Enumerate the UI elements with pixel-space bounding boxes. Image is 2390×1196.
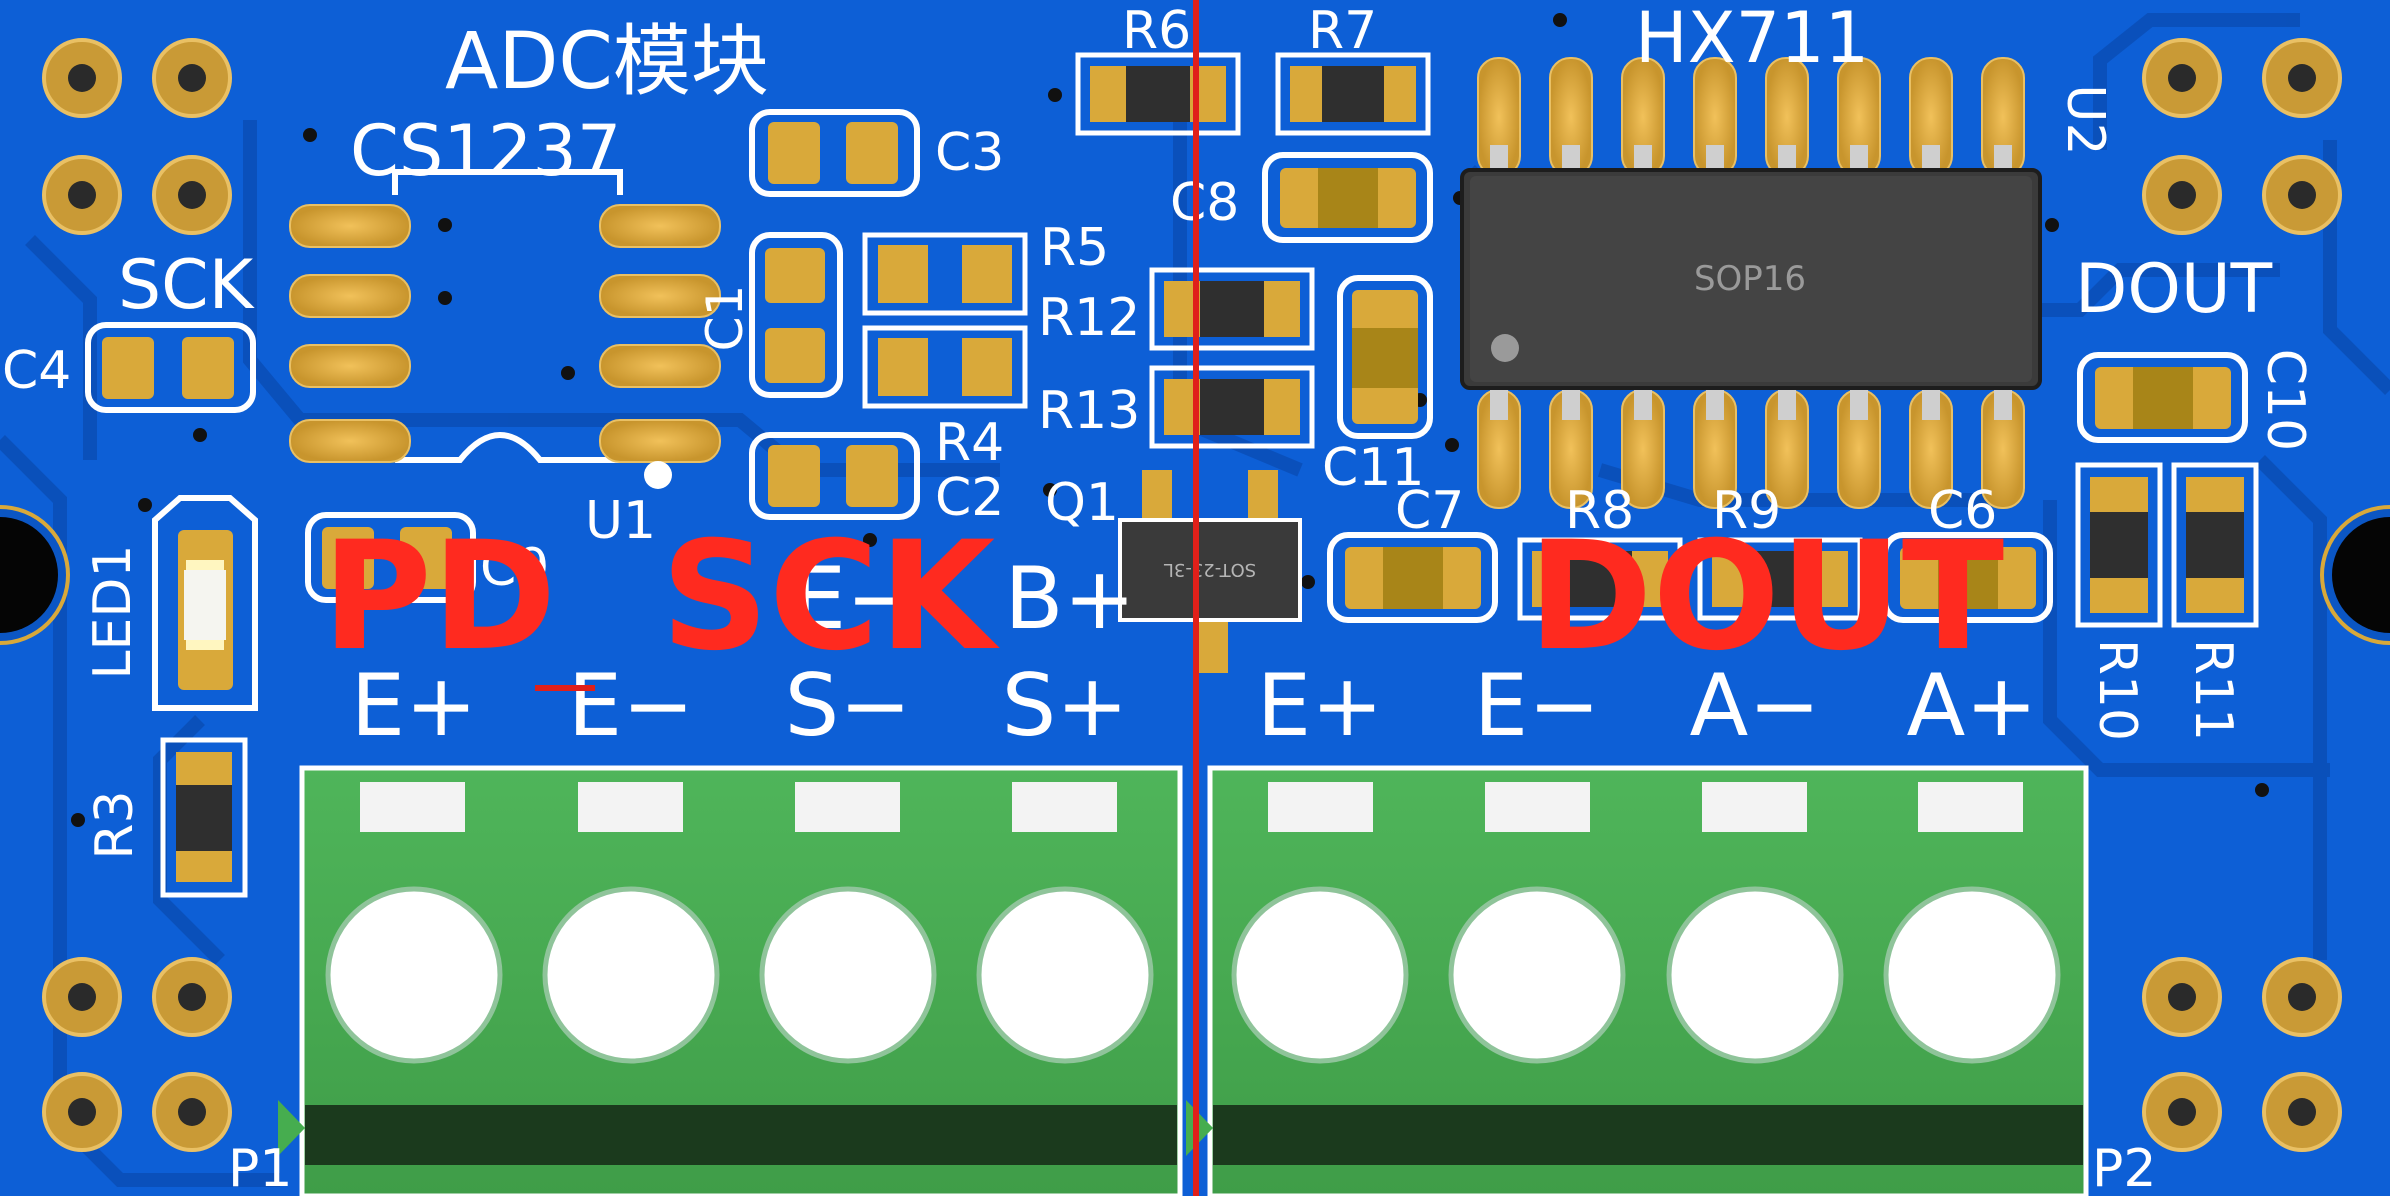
r13-label: R13	[1038, 381, 1140, 441]
terminal-left-label-1: E+	[351, 656, 477, 756]
p2-label: P2	[2092, 1139, 2156, 1196]
u2-package-label: SOP16	[1694, 259, 1806, 299]
r9-label: R9	[1712, 481, 1781, 541]
p1-label: P1	[228, 1139, 292, 1196]
r12-label: R12	[1038, 288, 1140, 348]
c8-footprint	[1262, 152, 1433, 243]
mounting-holes	[0, 505, 2390, 645]
terminal-left-label-4: S+	[1002, 656, 1129, 756]
u1-cs1237-footprint	[289, 169, 721, 489]
annotation-pd-sck: PD SCK	[322, 510, 1000, 684]
u1-label: U1	[585, 491, 656, 551]
terminal-block-p2	[1186, 765, 2089, 1196]
u2-hx711-footprint: SOP16	[1460, 57, 2042, 509]
c9-label: C9	[480, 538, 549, 598]
annotation-overlay: PD SCK DOUT	[322, 0, 2004, 1196]
c2-label: C2	[935, 468, 1004, 528]
c10-label: C10	[2255, 349, 2315, 451]
r5-label: R5	[1040, 218, 1109, 278]
dout-label: DOUT	[2075, 250, 2273, 329]
c11-footprint	[1337, 275, 1433, 439]
c9-footprint	[305, 512, 476, 603]
terminal-right-label-2: E−	[1474, 656, 1600, 756]
led1-label: LED1	[83, 545, 143, 680]
passive-row-right	[1327, 532, 2053, 623]
silkscreen-labels: ADC模块 CS1237 HX711 SCK DOUT C3 R5 R12 R1…	[2, 0, 2315, 1196]
r6-label: R6	[1122, 1, 1191, 61]
header-pads	[42, 38, 2342, 1152]
q1-sot23: SOT-23-3L	[1118, 470, 1302, 673]
terminal-right-label-1: E+	[1257, 656, 1383, 756]
c11-label: C11	[1322, 438, 1424, 498]
terminal-top-e-minus: E−	[792, 549, 918, 649]
module-title: ADC模块	[445, 17, 769, 107]
c6-label: C6	[1928, 481, 1997, 541]
passive-components-left	[749, 109, 1028, 520]
r11-label: R11	[2183, 639, 2243, 741]
r8-label: R8	[1565, 481, 1634, 541]
c1-label: C1	[696, 285, 754, 352]
led1-footprint	[152, 495, 258, 711]
r12-r13-footprints	[1149, 267, 1315, 449]
q1-package-text: SOT-23-3L	[1164, 559, 1256, 580]
sck-label: SCK	[118, 246, 256, 325]
r3-footprint	[160, 737, 248, 898]
r7-label: R7	[1308, 1, 1377, 61]
terminal-left-label-3: S−	[785, 656, 912, 756]
terminal-right-label-3: A−	[1690, 656, 1821, 756]
annotation-dout: DOUT	[1528, 510, 2004, 684]
r4-label: R4	[935, 413, 1004, 473]
r6-r7-footprints	[1075, 52, 1431, 136]
terminal-right-label-4: A+	[1907, 656, 2038, 756]
c3-label: C3	[935, 123, 1004, 183]
r10-label: R10	[2087, 639, 2147, 741]
terminal-top-b-plus: B+	[1004, 549, 1135, 649]
c7-label: C7	[1395, 481, 1464, 541]
left-chip-name: CS1237	[350, 110, 621, 192]
c8-label: C8	[1170, 173, 1239, 233]
terminal-block-p1	[278, 765, 1183, 1196]
c4-label: C4	[2, 341, 71, 401]
right-chip-name: HX711	[1635, 0, 1869, 79]
c4-footprint	[85, 322, 256, 413]
r3-label: R3	[85, 790, 145, 859]
q1-label: Q1	[1045, 473, 1119, 533]
terminal-left-label-2: E−	[568, 656, 694, 756]
right-passives	[2075, 352, 2259, 628]
u2-label: U2	[2055, 84, 2115, 155]
